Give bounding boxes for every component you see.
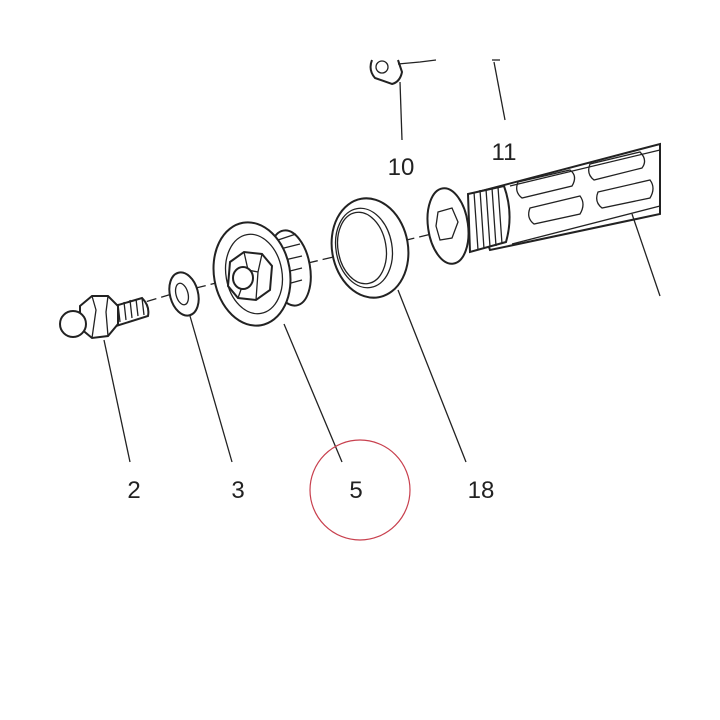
part-2-bolt [59,295,150,340]
callout-5: 5 [349,477,362,504]
part-18-o-ring [330,197,410,299]
callout-5-highlight-circle [309,439,411,541]
leader-2 [103,339,131,463]
leader-5 [283,323,343,463]
callout-10: 10 [388,154,415,181]
part-3-washer [168,271,200,317]
leader-3 [189,315,233,463]
leader-11 [493,61,506,121]
callout-11: 11 [492,139,517,166]
part-10-bracket [369,59,437,141]
leader-18 [397,289,467,463]
part-11-tube [426,142,661,297]
callout-3: 3 [231,477,244,504]
callout-18: 18 [468,477,495,504]
part-5-drain-plug [212,221,312,327]
callout-2: 2 [127,477,140,504]
